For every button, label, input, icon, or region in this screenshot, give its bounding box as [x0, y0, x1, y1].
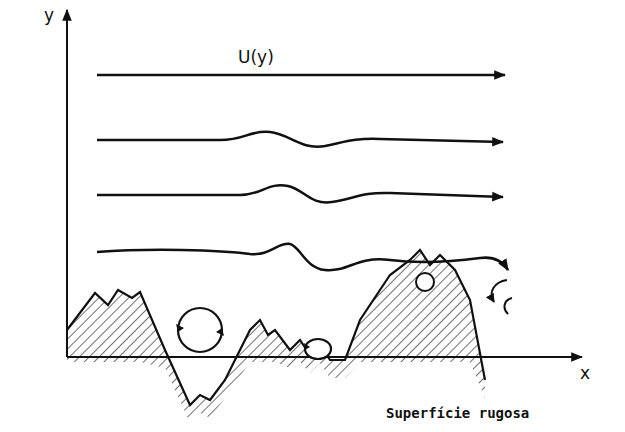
axis-label: y [44, 6, 54, 25]
surface-hatching [67, 250, 485, 423]
eddy-arrow [216, 328, 224, 336]
rough-surface [67, 250, 485, 423]
eddy [416, 273, 434, 291]
y-axis [66, 10, 68, 357]
velocity-line [97, 74, 505, 77]
streamline [97, 185, 503, 202]
surface-label: Superfície rugosa [386, 406, 529, 421]
eddy [305, 339, 331, 359]
eddy-arrow [505, 298, 512, 314]
eddy-arrow [176, 324, 184, 332]
surface-profile [67, 250, 485, 405]
eddy-arrow [304, 343, 310, 350]
axis-label: x [580, 364, 590, 383]
eddy [178, 308, 222, 352]
streamline [97, 132, 503, 147]
velocity-label: U(y) [238, 48, 274, 67]
eddy-arrow [492, 280, 507, 302]
streamline [97, 244, 508, 270]
